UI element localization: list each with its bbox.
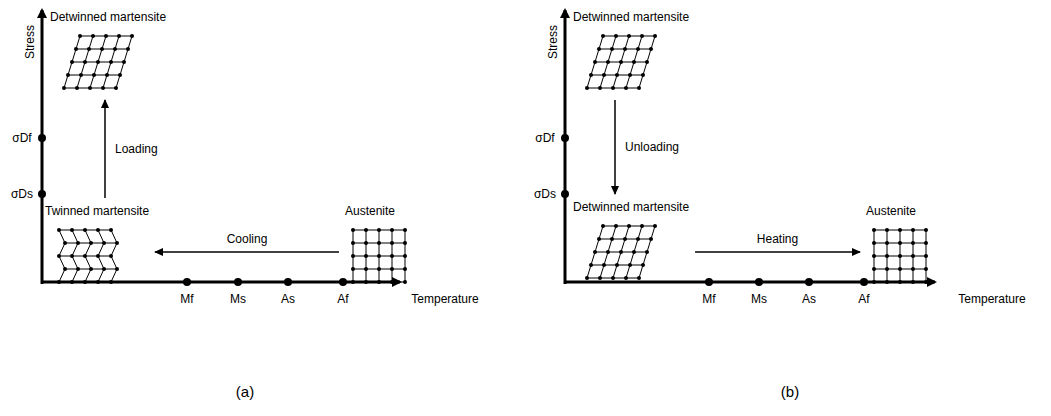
state-heading: Austenite [866, 204, 938, 218]
axis-label: Temperature [958, 292, 1025, 306]
axis-label: σDs [534, 187, 556, 201]
crystal-lattice [53, 224, 123, 288]
process-arrow [104, 100, 106, 198]
state-node: Twinned martensite [45, 204, 149, 288]
panel-a-axes [41, 10, 400, 284]
axis-label: σDf [535, 131, 554, 145]
process-arrow [695, 251, 860, 253]
process-arrow [155, 251, 339, 253]
state-node: Detwinned martensite [50, 10, 166, 94]
axis-label: σDs [11, 187, 33, 201]
state-heading: Austenite [345, 204, 417, 218]
process-label: Unloading [623, 140, 681, 154]
axis-label: Ms [230, 292, 246, 306]
state-node: Detwinned martensite [573, 200, 689, 284]
axis-label: Stress [23, 25, 37, 59]
crystal-lattice [58, 30, 138, 94]
state-node: Austenite [345, 204, 417, 288]
process-label: Cooling [225, 232, 270, 246]
crystal-lattice [581, 220, 661, 284]
state-heading: Twinned martensite [45, 204, 149, 218]
axis-label: Stress [546, 25, 560, 59]
crystal-lattice [581, 30, 661, 94]
panel-b-axes [564, 10, 935, 284]
state-heading: Detwinned martensite [50, 10, 166, 24]
process-arrow [614, 100, 616, 194]
crystal-lattice [347, 224, 417, 288]
axis-label: Mf [180, 292, 193, 306]
panel-label: (b) [781, 385, 799, 399]
state-heading: Detwinned martensite [573, 200, 689, 214]
axis-label: Ms [751, 292, 767, 306]
process-label: Loading [113, 142, 160, 156]
axis-label: Mf [702, 292, 715, 306]
axis-label: As [802, 292, 816, 306]
axis-label: Temperature [411, 292, 478, 306]
state-node: Detwinned martensite [573, 10, 689, 94]
axis-label: σDf [12, 131, 31, 145]
process-label: Heating [755, 232, 800, 246]
state-node: Austenite [866, 204, 938, 288]
state-heading: Detwinned martensite [573, 10, 689, 24]
panel-label: (a) [236, 385, 254, 399]
axis-label: Af [858, 292, 869, 306]
crystal-lattice [868, 224, 938, 288]
axis-label: Af [337, 292, 348, 306]
axis-label: As [281, 292, 295, 306]
tick-dots [38, 134, 868, 286]
